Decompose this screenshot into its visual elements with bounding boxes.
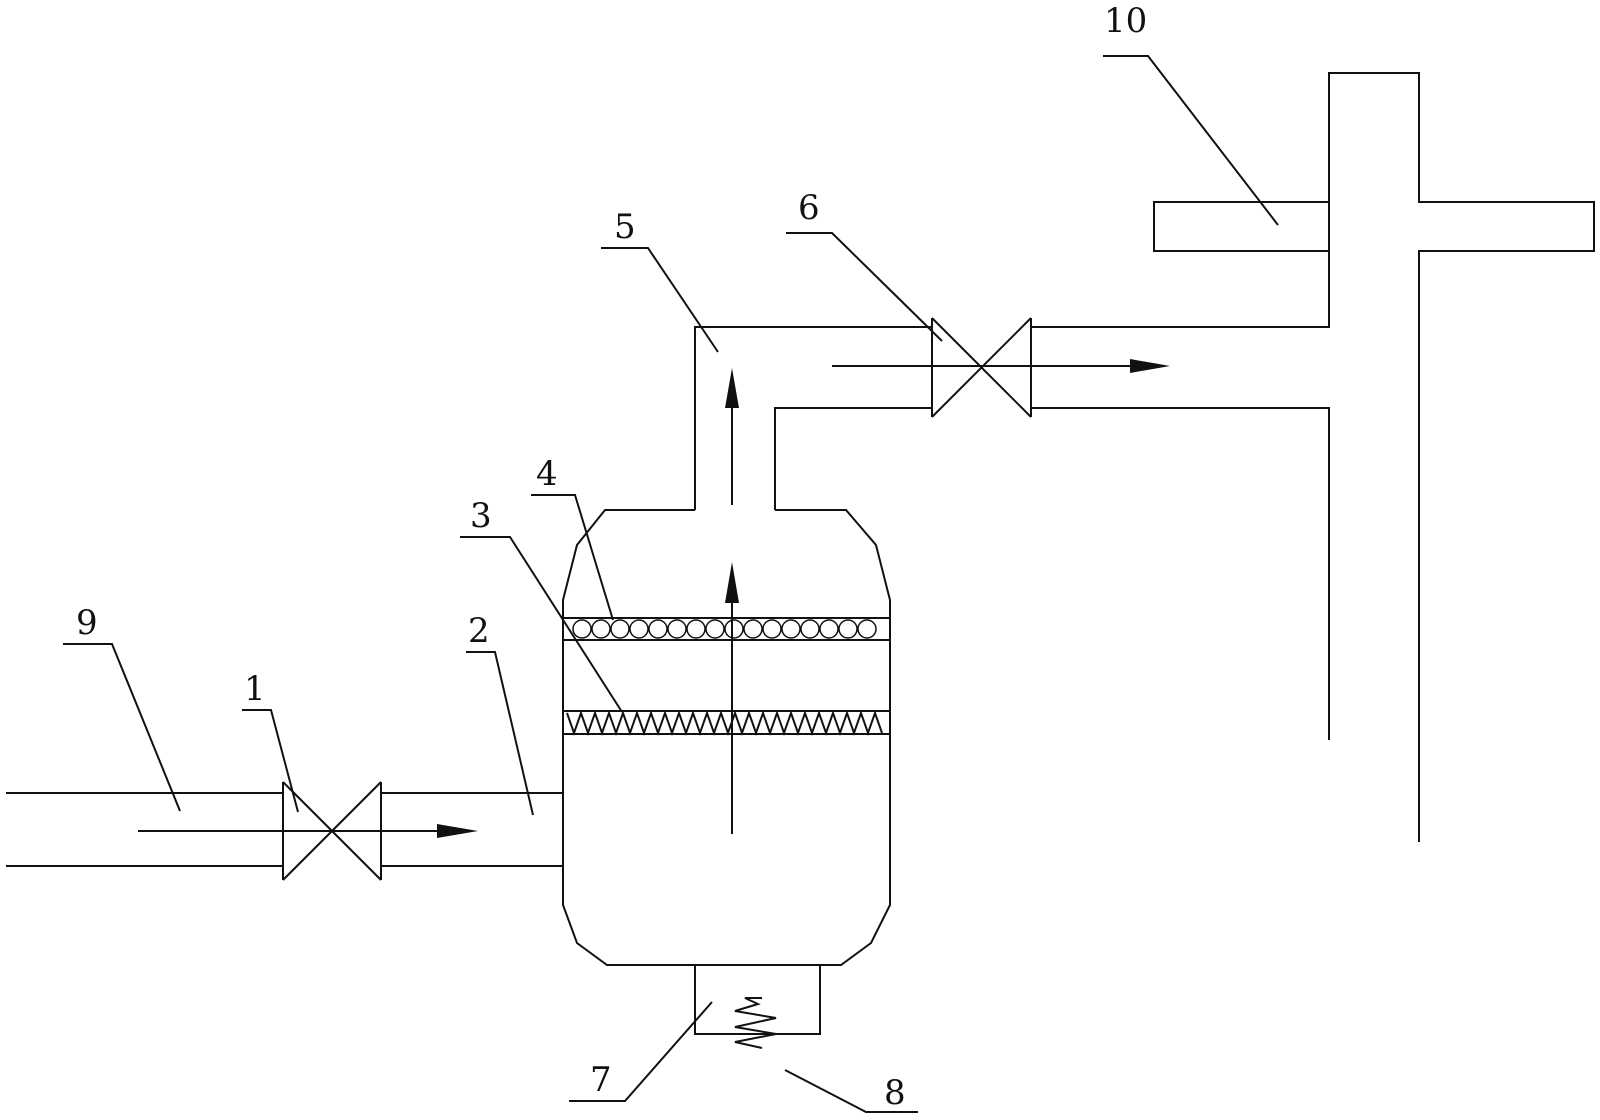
packing-ball: [724, 619, 744, 639]
packing-ball: [800, 619, 820, 639]
outlet-pipe: [694, 258, 1330, 740]
label-4: 4: [536, 454, 558, 494]
packing-ball: [591, 619, 611, 639]
packing-ball: [686, 619, 706, 639]
packing-ball: [610, 619, 630, 639]
vessel-body: [562, 509, 891, 966]
label-6: 6: [798, 188, 820, 228]
packing-ball: [762, 619, 782, 639]
packing-ball: [781, 619, 801, 639]
vessel-flow-arrow: [725, 562, 739, 834]
bottom-chamber: [694, 965, 821, 1035]
inlet-pipe: [6, 792, 563, 867]
label-8: 8: [884, 1073, 906, 1113]
leader-lines: [63, 55, 1279, 1113]
packing-ball: [819, 619, 839, 639]
outlet-flow-arrow: [832, 359, 1170, 373]
packing-ball: [705, 619, 725, 639]
packing-ball: [667, 619, 687, 639]
label-5: 5: [614, 207, 636, 247]
mesh-layer: [563, 709, 890, 737]
packing-ball: [572, 619, 592, 639]
label-9: 9: [76, 603, 98, 643]
packing-ball: [629, 619, 649, 639]
packing-ball: [648, 619, 668, 639]
packing-ball: [838, 619, 858, 639]
neck-flow-arrow: [725, 368, 739, 505]
packing-ball: [743, 619, 763, 639]
label-2: 2: [468, 611, 490, 651]
label-10: 10: [1104, 1, 1147, 41]
outlet-valve: [931, 317, 1032, 418]
label-1: 1: [244, 669, 266, 709]
ball-packing-layer: [563, 617, 890, 641]
label-7: 7: [590, 1060, 612, 1100]
equipment-10: [1153, 72, 1595, 842]
packing-ball: [857, 619, 877, 639]
label-3: 3: [470, 496, 492, 536]
inlet-flow-arrow: [138, 824, 478, 838]
heater-coil: [734, 997, 777, 1049]
